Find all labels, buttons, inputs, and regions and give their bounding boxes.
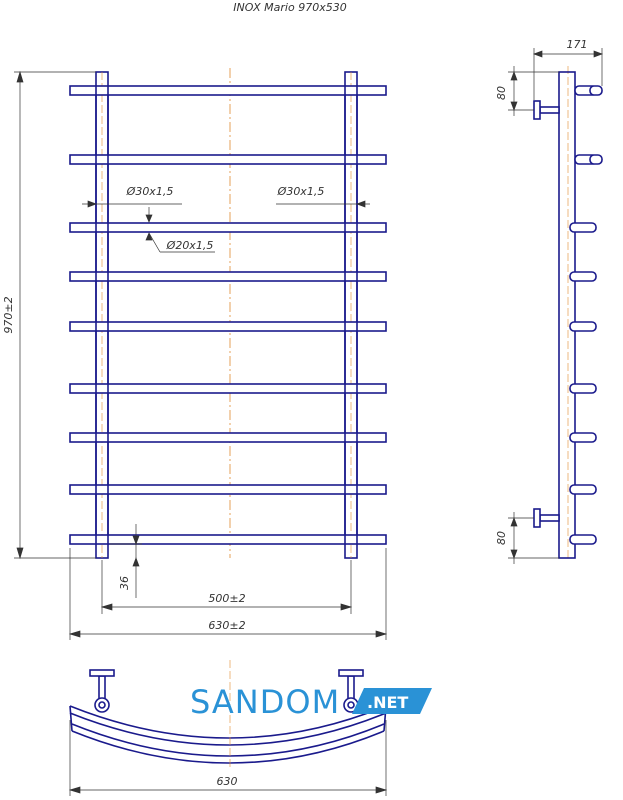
mount-bottom-label: 80 xyxy=(495,531,508,545)
mount-top-label: 80 xyxy=(495,86,508,100)
plan-mount-right xyxy=(338,669,364,713)
watermark-badge xyxy=(352,688,432,714)
rungs xyxy=(69,85,387,545)
pipe-label-left: Ø30x1,5 xyxy=(126,185,174,198)
rung xyxy=(69,85,387,96)
watermark-logo: SANDOM .NET xyxy=(190,683,432,721)
rung xyxy=(69,484,387,495)
watermark-text: SANDOM xyxy=(190,683,340,721)
curved-rungs xyxy=(69,705,387,764)
watermark-badge-text: .NET xyxy=(367,693,408,712)
front-view: 970±2 Ø30x1,5 Ø30x1,5 Ø20x1,5 36 xyxy=(2,68,388,640)
height-dimension xyxy=(14,70,96,560)
rung xyxy=(69,271,387,282)
rung xyxy=(69,222,387,233)
rung xyxy=(69,321,387,332)
rung-ends xyxy=(569,85,603,545)
rung xyxy=(69,383,387,394)
rung-pipe-label: Ø20x1,5 xyxy=(166,239,214,252)
offset-label: 36 xyxy=(118,576,131,590)
depth-label: 171 xyxy=(567,38,588,51)
rung xyxy=(69,534,387,545)
side-view: 171 80 80 xyxy=(495,38,603,564)
height-label: 970±2 xyxy=(2,296,15,333)
side-tube xyxy=(558,71,576,559)
plan-mount-left xyxy=(89,669,115,713)
pipe-label-right: Ø30x1,5 xyxy=(277,185,325,198)
drawing-title: INOX Mario 970x530 xyxy=(233,1,346,14)
rung xyxy=(69,432,387,443)
total-width-label: 630±2 xyxy=(208,619,245,632)
rung xyxy=(69,154,387,165)
wall-brackets xyxy=(533,100,560,528)
plan-view: 630 xyxy=(68,660,388,796)
center-width-label: 500±2 xyxy=(208,592,245,605)
plan-width-label: 630 xyxy=(217,775,238,788)
